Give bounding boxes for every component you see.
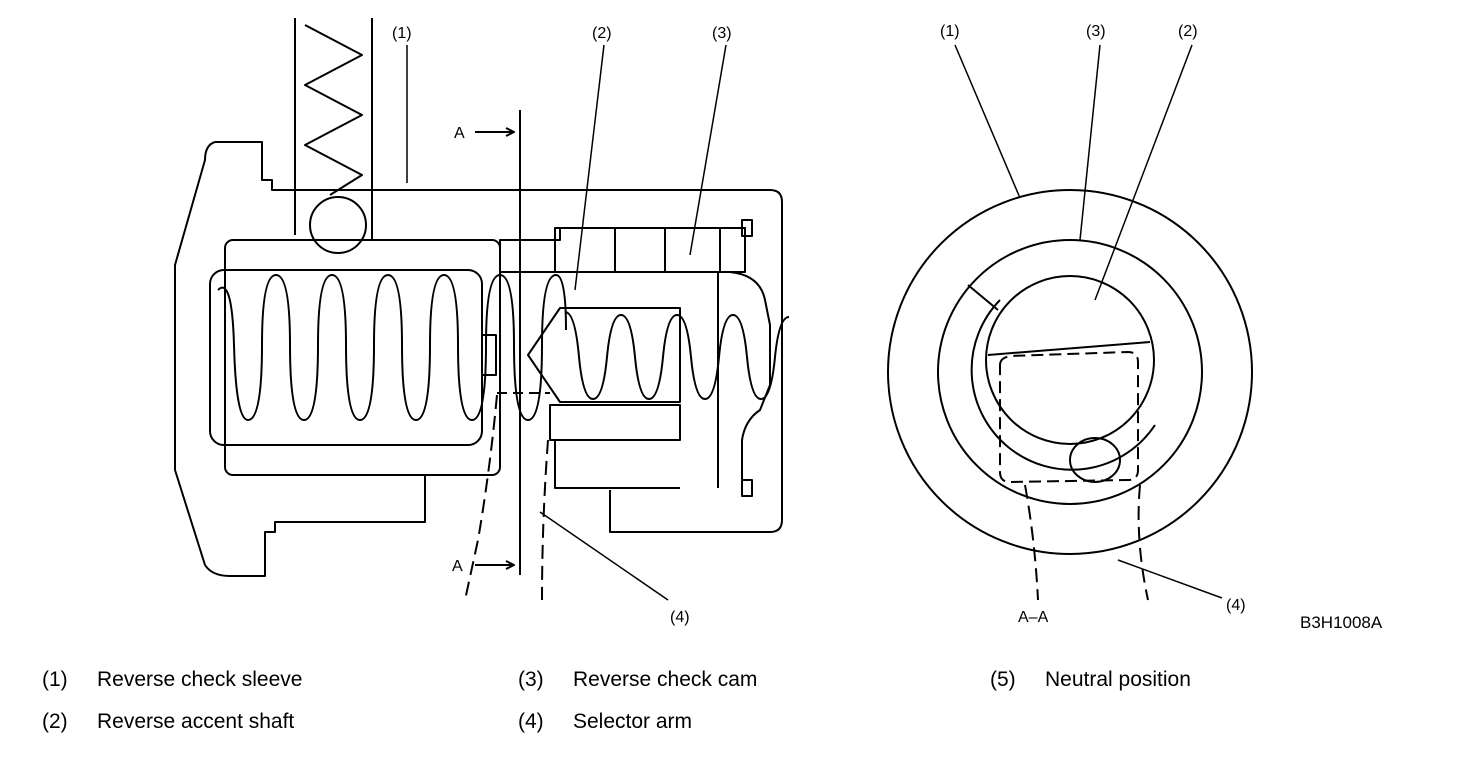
selector-arm — [464, 394, 498, 601]
legend-text: Reverse check cam — [573, 668, 758, 691]
cross-section-a-a — [887, 189, 1253, 601]
cam-ring-inner — [970, 299, 1156, 471]
end-cap — [729, 271, 771, 485]
callout-3-left: (3) — [712, 25, 732, 42]
callout-4-left: (4) — [670, 609, 690, 626]
callout-1-right: (1) — [940, 23, 960, 40]
detent-ball — [309, 196, 367, 254]
callout-2-right: (2) — [1178, 23, 1198, 40]
legend-num: (5) — [990, 668, 1016, 691]
legend-num: (3) — [518, 668, 544, 691]
legend-text: Reverse accent shaft — [97, 710, 295, 733]
reverse-check-cam — [554, 227, 746, 273]
callout-3-right: (3) — [1086, 23, 1106, 40]
legend-num: (2) — [42, 710, 68, 733]
figure-code: B3H1008A — [1300, 613, 1383, 632]
shaft-bore — [499, 227, 746, 273]
section-mark-top: A — [454, 125, 465, 142]
shaft-circle — [985, 275, 1155, 445]
legend-num: (4) — [518, 710, 544, 733]
legend-text: Neutral position — [1045, 668, 1191, 691]
selector-tip — [1069, 437, 1121, 483]
outer-sleeve-ring — [887, 189, 1253, 555]
left-coil-spring — [217, 274, 567, 421]
sleeve-plug — [481, 334, 497, 376]
legend: (1) Reverse check sleeve (2) Reverse acc… — [0, 640, 1472, 760]
right-coil-spring — [564, 311, 790, 400]
legend-text: Reverse check sleeve — [97, 668, 303, 691]
legend-num: (1) — [42, 668, 68, 691]
cam-slot — [999, 351, 1139, 483]
sectional-view — [174, 18, 790, 601]
leader-lines — [406, 44, 1223, 601]
selector-arm-section — [1024, 484, 1149, 601]
section-label: A–A — [1018, 609, 1049, 626]
cam-ring-outer — [937, 239, 1203, 505]
reverse-check-diagram: (1) (2) (3) (4) (1) (3) (2) (4) A A A–A … — [174, 18, 1383, 632]
housing-outline — [174, 141, 783, 577]
reverse-accent-shaft — [527, 307, 681, 403]
section-mark-bottom: A — [452, 558, 463, 575]
reverse-check-sleeve — [224, 239, 501, 476]
callout-4-right: (4) — [1226, 597, 1246, 614]
detent-spring — [304, 24, 363, 196]
callout-1-left: (1) — [392, 25, 412, 42]
legend-text: Selector arm — [573, 710, 693, 733]
callout-2-left: (2) — [592, 25, 612, 42]
shaft-lower-body — [549, 404, 681, 489]
